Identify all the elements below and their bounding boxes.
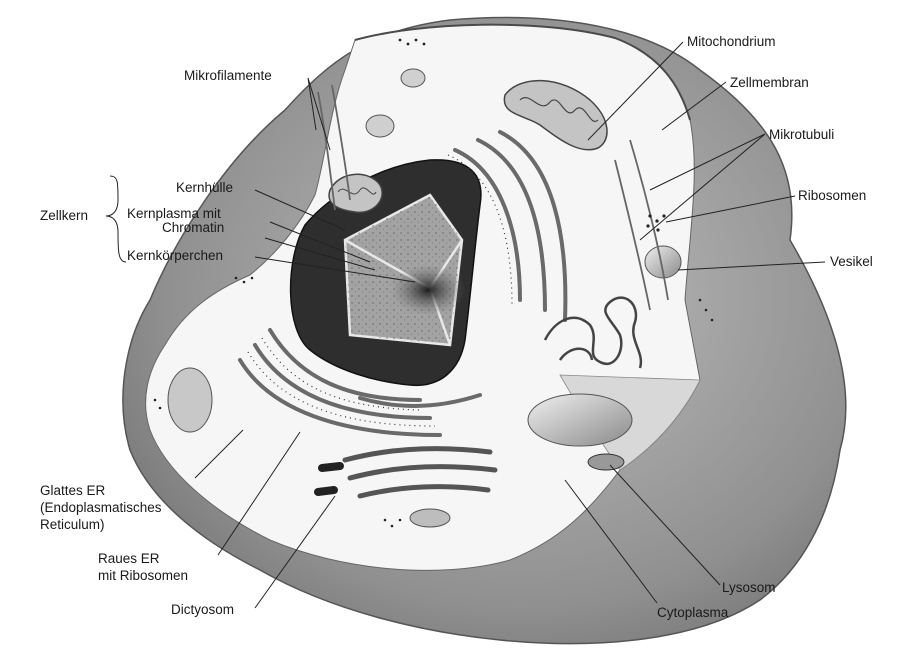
label-mitochondrium: Mitochondrium xyxy=(687,34,776,49)
label-zellkern: Zellkern xyxy=(40,208,88,223)
smooth-er xyxy=(543,296,643,369)
er-ribosome-dots xyxy=(247,154,513,427)
vesicle xyxy=(365,114,395,138)
label-dictyosom: Dictyosom xyxy=(171,602,234,617)
cell-membrane xyxy=(354,23,691,121)
label-kernplasma-line2: Chromatin xyxy=(162,220,224,235)
vesicle xyxy=(167,367,213,433)
label-glattes-er-line3: Reticulum) xyxy=(40,517,105,532)
label-kernplasma-line1: Kernplasma mit xyxy=(127,206,221,221)
vesicle xyxy=(400,68,426,88)
label-raues-er-line2: mit Ribosomen xyxy=(98,568,188,583)
ribosomes xyxy=(153,38,714,528)
label-glattes-er-line1: Glattes ER xyxy=(40,483,106,498)
rough-er xyxy=(238,130,568,437)
label-glattes-er-line2: (Endoplasmatisches xyxy=(40,500,162,515)
label-kernkoerperchen: Kernkörperchen xyxy=(127,248,223,263)
vesicles xyxy=(167,68,682,528)
nucleolus xyxy=(390,264,466,316)
vesicle xyxy=(644,245,682,279)
label-raues-er-line1: Raues ER xyxy=(98,551,160,566)
lysosome xyxy=(587,453,625,471)
nucleus xyxy=(289,159,482,387)
dictyosome xyxy=(314,446,498,499)
label-mikrotubuli: Mikrotubuli xyxy=(769,127,834,142)
leader-lines xyxy=(105,41,826,609)
label-lysosom: Lysosom xyxy=(722,580,776,595)
vesicle xyxy=(409,508,451,528)
label-ribosomen: Ribosomen xyxy=(798,188,866,203)
label-vesikel: Vesikel xyxy=(830,254,873,269)
vesicle xyxy=(527,393,633,447)
label-kernhuelle: Kernhülle xyxy=(176,180,233,195)
cytoskeleton xyxy=(317,84,669,311)
labels: Mikrofilamente Zellkern Kernhülle Kernpl… xyxy=(40,34,873,620)
mitochondrion xyxy=(503,79,608,151)
mitochondria xyxy=(328,79,608,214)
label-zellmembran: Zellmembran xyxy=(730,75,809,90)
label-cytoplasma: Cytoplasma xyxy=(657,605,729,620)
label-mikrofilamente: Mikrofilamente xyxy=(184,68,272,83)
